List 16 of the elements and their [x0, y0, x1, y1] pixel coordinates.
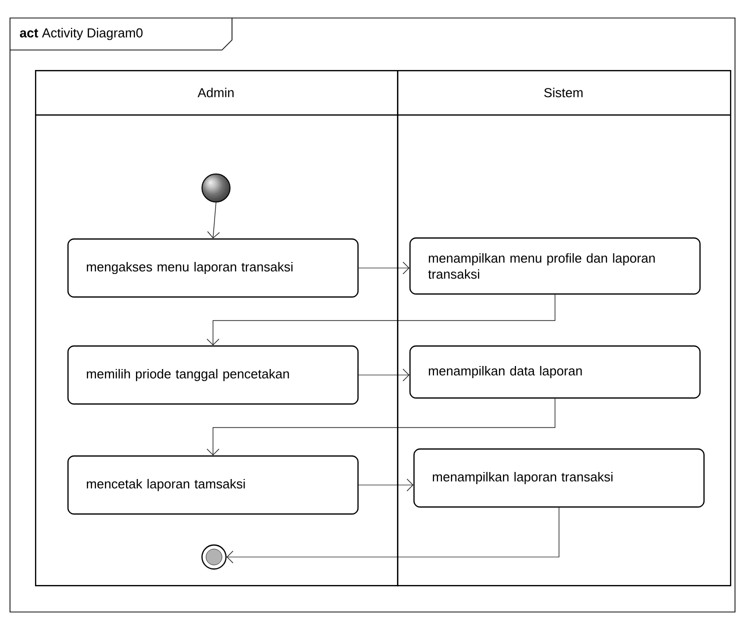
- arrow: [358, 478, 414, 492]
- arrow: [207, 202, 220, 238]
- action-box: mencetak laporan tamsaksi: [67, 455, 359, 515]
- action-box: mengakses menu laporan transaksi: [67, 238, 359, 298]
- action-box: menampilkan laporan transaksi: [413, 448, 705, 508]
- arrow: [358, 368, 410, 382]
- arrow: [226, 507, 560, 564]
- start-node: [202, 174, 230, 202]
- action-box: menampilkan data laporan: [409, 345, 701, 399]
- frame-tab: act Activity Diagram0: [10, 18, 232, 50]
- arrow: [206, 398, 556, 456]
- arrow: [358, 262, 410, 274]
- arrow: [206, 294, 556, 346]
- end-node: [201, 544, 227, 570]
- action-box: memilih priode tanggal pencetakan: [67, 345, 359, 405]
- action-box: menampilkan menu profile dan laporan transaksi: [409, 237, 701, 295]
